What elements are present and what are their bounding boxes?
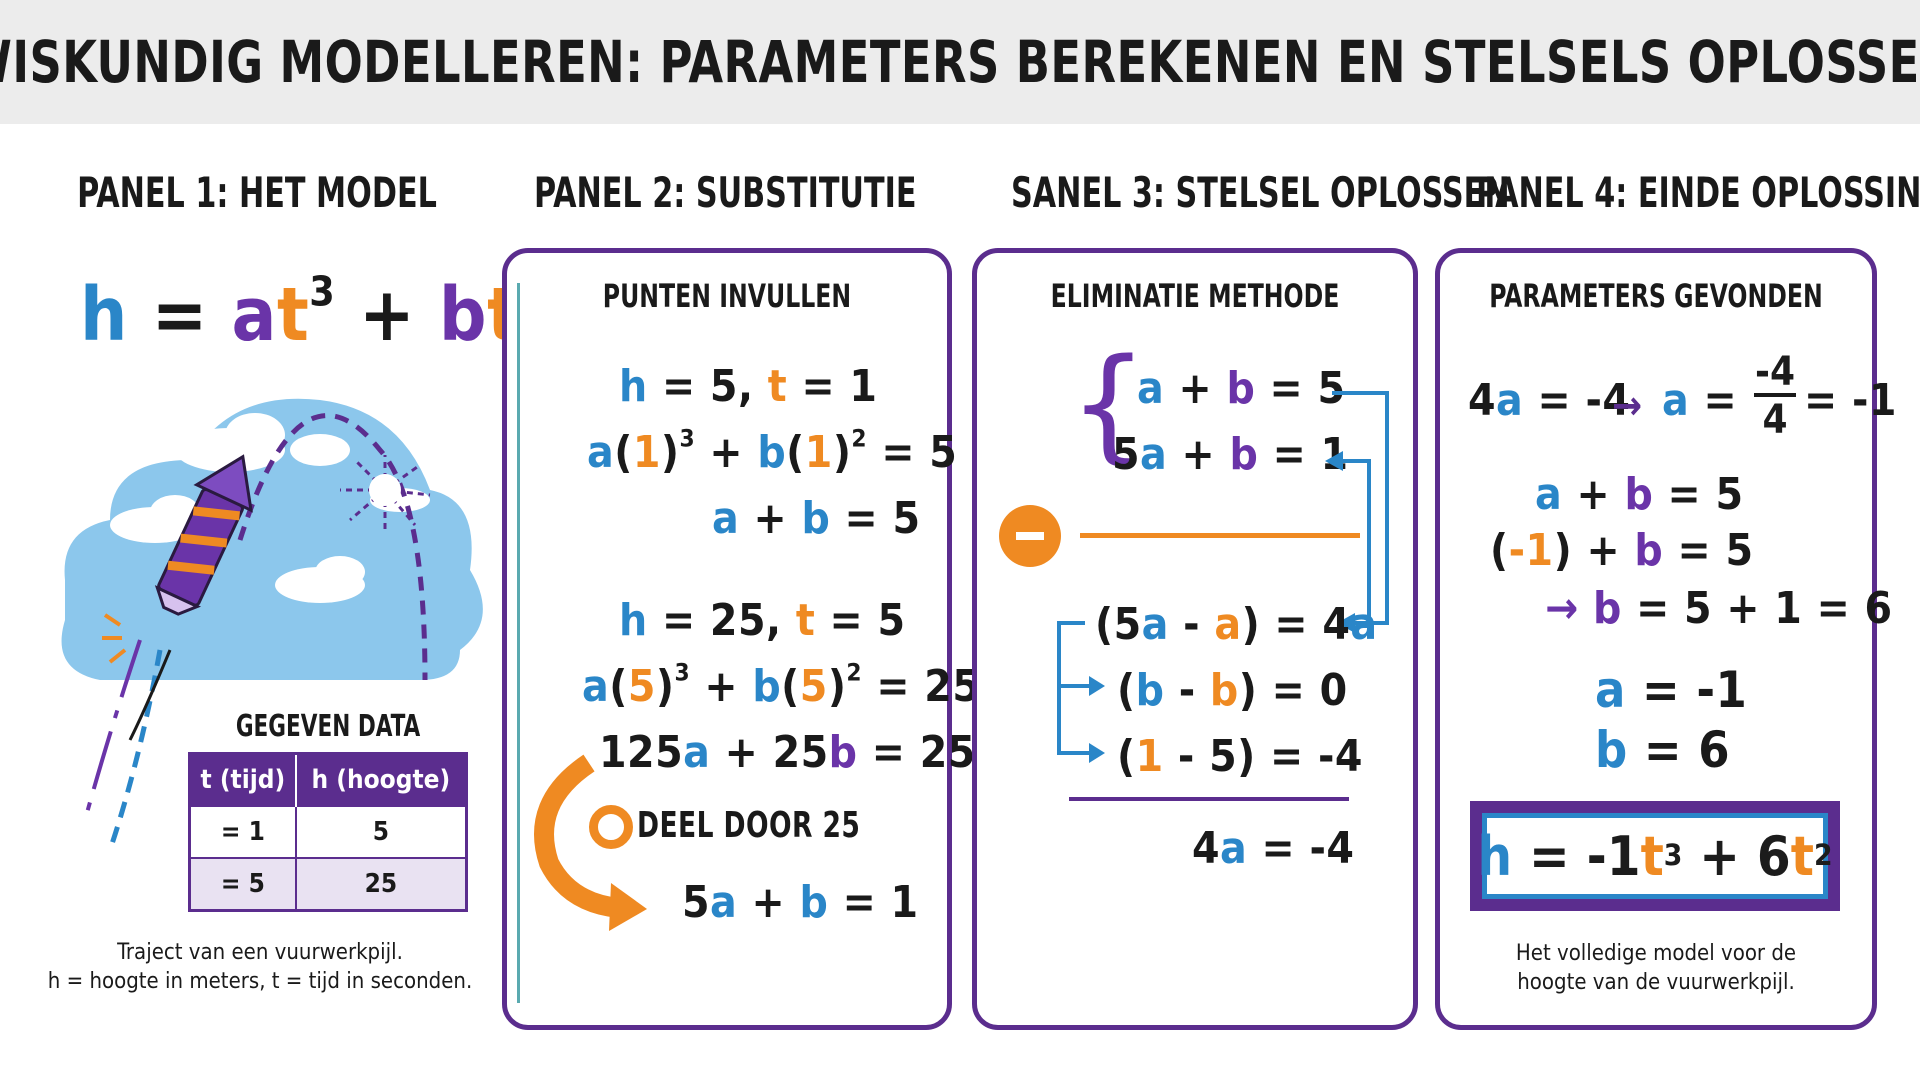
minus-icon — [999, 505, 1061, 567]
panel1-title: PANEL 1: HET MODEL — [77, 168, 437, 217]
panel1-caption: Traject van een vuurwerkpijl. h = hoogte… — [40, 938, 480, 996]
equation: (b - b) = 0 — [1117, 665, 1348, 716]
table-cell: = 1 — [188, 805, 297, 859]
result-b: b = 6 — [1595, 721, 1730, 779]
equation: h = 25, t = 5 — [619, 595, 906, 646]
connector-arrows — [1057, 391, 1389, 763]
result-a: a = -1 — [1595, 661, 1748, 719]
equation: 4a = -4 — [1468, 375, 1631, 426]
panel3-subhead: ELIMINATIE METHODE — [1050, 277, 1340, 315]
equation: → b = 5 + 1 = 6 — [1545, 583, 1893, 634]
page-title: WISKUNDIG MODELLEREN: PARAMETERS BEREKEN… — [0, 28, 1920, 96]
equation: (5a - a) = 4a — [1095, 599, 1378, 650]
panel2-subhead: PUNTEN INVULLEN — [602, 277, 852, 315]
rocket-icon — [154, 454, 253, 616]
panel-accent-line — [517, 283, 520, 1003]
table-cell: = 5 — [188, 857, 297, 912]
equation: a(1)3 + b(1)2 = 5 — [587, 424, 958, 478]
equation: h = 5, t = 1 — [619, 361, 878, 412]
equation: a + b = 5 — [1137, 363, 1346, 414]
step-marker-icon — [589, 805, 633, 849]
panel4-title: PANEL 4: EINDE OPLOSSING — [1476, 168, 1920, 217]
trajectory-arc — [237, 413, 428, 681]
fraction: -4 4 — [1754, 349, 1796, 443]
equation: (-1) + b = 5 — [1490, 525, 1754, 576]
caption-line: hoogte van de vuurwerkpijl. — [1517, 970, 1795, 995]
table-row: = 1 5 — [188, 805, 468, 859]
panel4-box: PARAMETERS GEVONDEN 4a = -4 → a = -4 4 =… — [1435, 248, 1896, 1030]
brace-icon: { — [1069, 333, 1148, 477]
panel4-subhead: PARAMETERS GEVONDEN — [1489, 277, 1823, 315]
panel4-caption: Het volledige model voor de hoogte van d… — [1440, 939, 1872, 997]
subtract-line — [1080, 533, 1360, 538]
equation: 125a + 25b = 25 — [599, 727, 976, 778]
equation: = -1 — [1804, 375, 1897, 426]
caption-line: Het volledige model voor de — [1515, 941, 1797, 966]
equation: 5a + b = 1 — [1112, 429, 1349, 480]
panel2-title: PANEL 2: SUBSTITUTIE — [534, 168, 917, 217]
caption-line: h = hoogte in meters, t = tijd in second… — [47, 969, 473, 994]
equation: a(5)3 + b(5)2 = 25 — [582, 658, 981, 712]
caption-line: Traject van een vuurwerkpijl. — [117, 940, 403, 965]
curved-arrow-icon — [534, 754, 647, 931]
model-formula: h = at3 + bt2 — [80, 267, 545, 358]
table-cell: 25 — [294, 857, 468, 912]
equation: (1 - 5) = -4 — [1117, 731, 1363, 782]
equation: 5a + b = 1 — [682, 877, 919, 928]
header-bar: WISKUNDIG MODELLEREN: PARAMETERS BEREKEN… — [0, 0, 1920, 124]
table-row: = 5 25 — [188, 857, 468, 912]
table-cell: 5 — [294, 805, 468, 859]
table-header-h: h (hoogte) — [295, 753, 468, 806]
equation: 4a = -4 — [1192, 823, 1355, 874]
equation: a = — [1662, 375, 1738, 426]
rocket-illustration — [61, 398, 483, 851]
equation: a + b = 5 — [1535, 469, 1744, 520]
equation: a + b = 5 — [712, 493, 921, 544]
table-header-t: t (tijd) — [189, 753, 297, 806]
spark — [102, 613, 127, 664]
panel3-title: SANEL 3: STELSEL OPLOSSEN — [1011, 168, 1510, 217]
panel2-box: PUNTEN INVULLEN h = 5, t = 1 a(1)3 + b(1… — [502, 248, 980, 1030]
data-table: t (tijd) h (hoogte) = 1 5 = 5 25 — [188, 752, 468, 912]
result-line — [1069, 797, 1349, 801]
table-title: GEGEVEN DATA — [235, 709, 421, 744]
panel3-box: ELIMINATIE METHODE { a + b = 5 5a + b = … — [972, 248, 1418, 1030]
divide-note: DEEL DOOR 25 — [637, 805, 861, 846]
arrow-right-icon: → — [1612, 383, 1643, 429]
